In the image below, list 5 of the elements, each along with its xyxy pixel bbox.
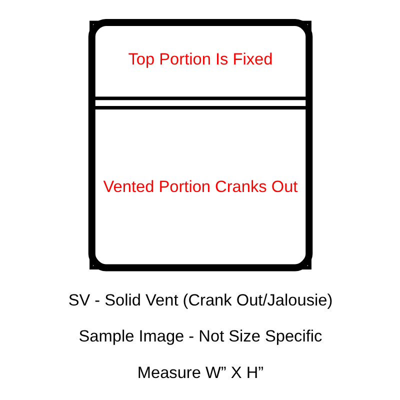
label: Measure W” X H”: [136, 364, 264, 382]
label: Sample Image - Not Size Specific: [78, 328, 322, 346]
label: SV - Solid Vent (Crank Out/Jalousie): [68, 291, 332, 310]
node-box: Vented Portion Cranks Out: [89, 106, 311, 270]
node-box: Top Portion Is Fixed: [89, 20, 311, 100]
